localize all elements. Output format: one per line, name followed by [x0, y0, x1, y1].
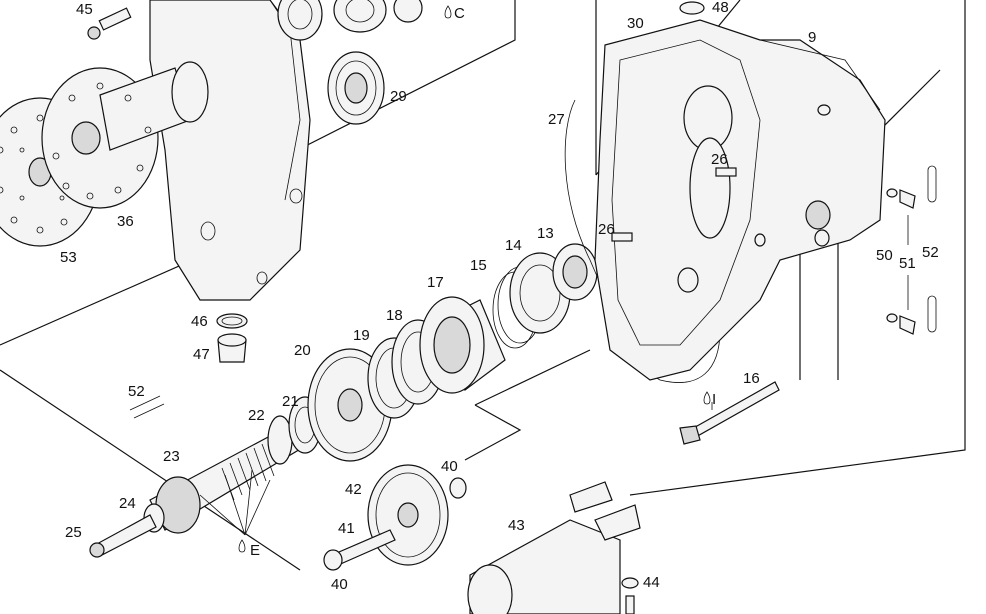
label-52-right: 52	[922, 244, 939, 261]
label-45: 45	[76, 1, 93, 18]
washer-44	[621, 577, 639, 614]
label-51: 51	[899, 255, 916, 272]
label-41: 41	[338, 520, 355, 537]
label-40-upper: 40	[441, 458, 458, 475]
oil-drop-icon-I	[703, 391, 711, 405]
label-17: 17	[427, 274, 444, 291]
upper-bearings	[277, 0, 423, 41]
label-I: I	[712, 391, 716, 408]
label-52-left: 52	[128, 383, 145, 400]
label-14: 14	[505, 237, 522, 254]
seal-46	[216, 313, 248, 329]
label-23: 23	[163, 448, 180, 465]
gearbox-housing-9	[594, 19, 886, 381]
leader-E	[199, 469, 271, 536]
label-53: 53	[60, 249, 77, 266]
label-40-lower: 40	[331, 576, 348, 593]
hub-36	[41, 61, 209, 209]
pin-52-left	[129, 395, 165, 419]
label-36: 36	[117, 213, 134, 230]
label-47: 47	[193, 346, 210, 363]
label-24: 24	[119, 495, 136, 512]
label-48: 48	[712, 0, 729, 16]
label-26-lower: 26	[598, 221, 615, 238]
label-22: 22	[248, 407, 265, 424]
label-25: 25	[65, 524, 82, 541]
label-26-upper: 26	[711, 151, 728, 168]
ring-48	[679, 1, 705, 15]
label-21: 21	[282, 393, 299, 410]
label-50: 50	[876, 247, 893, 264]
bearing-29	[327, 51, 385, 125]
gear-42	[367, 464, 449, 566]
label-E: E	[250, 542, 260, 559]
label-46: 46	[191, 313, 208, 330]
callout-labels: 45 C 29 53 36 46 47 52 23 24 25 E 22 21 …	[60, 0, 939, 593]
label-27: 27	[548, 111, 565, 128]
pin-26-b	[611, 232, 633, 242]
bearing-13	[552, 243, 598, 301]
oil-drop-icon-E	[238, 539, 246, 553]
label-44: 44	[643, 574, 660, 591]
label-42: 42	[345, 481, 362, 498]
label-30: 30	[627, 15, 644, 32]
label-15: 15	[470, 257, 487, 274]
label-20: 20	[294, 342, 311, 359]
label-9: 9	[808, 29, 816, 46]
label-43: 43	[508, 517, 525, 534]
starter-motor-43	[467, 481, 641, 614]
hub-17	[419, 296, 506, 394]
label-29: 29	[390, 88, 407, 105]
left-cover-housing	[149, 0, 311, 301]
bolt-45	[87, 7, 132, 40]
bolt-16	[679, 381, 780, 445]
label-18: 18	[386, 307, 403, 324]
oil-drop-icon-C	[444, 5, 452, 19]
screws-50-51	[886, 188, 916, 335]
plug-47	[217, 333, 247, 363]
label-19: 19	[353, 327, 370, 344]
ring-22	[267, 415, 293, 465]
label-16: 16	[743, 370, 760, 387]
pin-26-a	[715, 167, 737, 177]
washer-40-upper	[449, 477, 467, 499]
shaft-41	[323, 529, 396, 571]
label-13: 13	[537, 225, 554, 242]
label-C: C	[454, 5, 465, 22]
pin-52-right	[927, 165, 937, 333]
